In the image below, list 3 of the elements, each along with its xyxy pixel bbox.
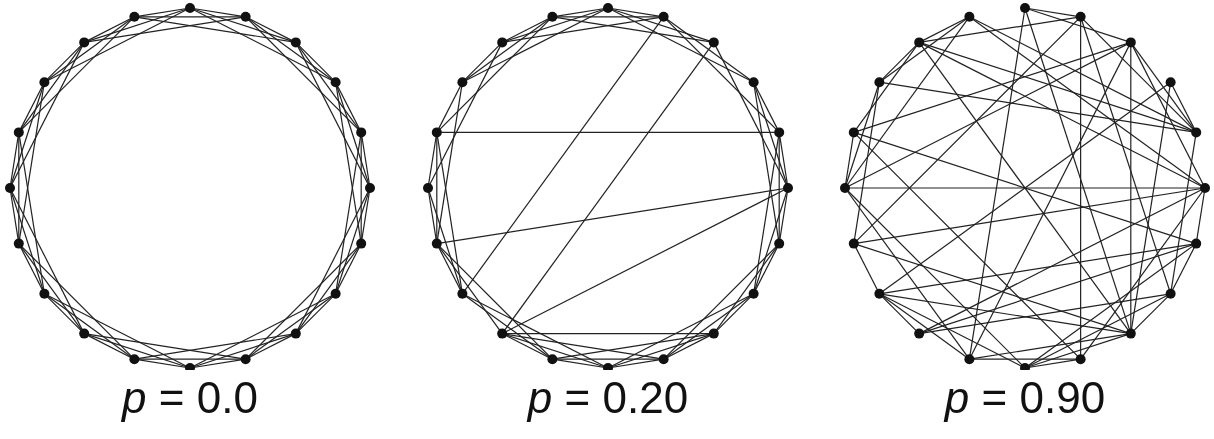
probability-label: p = 0.90: [944, 373, 1106, 422]
probability-label: p = 0.20: [527, 373, 689, 422]
probability-label: p = 0.0: [122, 373, 258, 422]
